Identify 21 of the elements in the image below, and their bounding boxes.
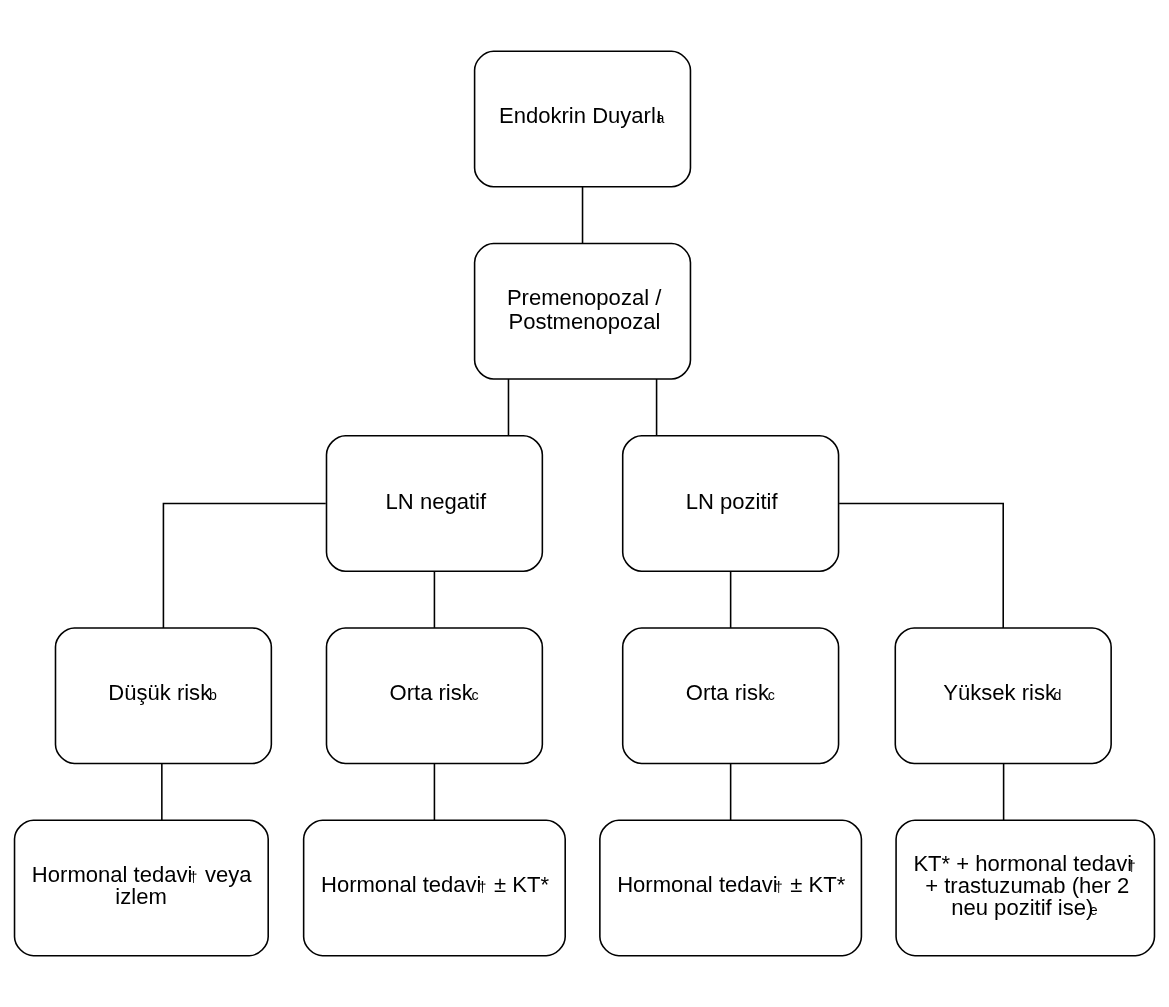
node-box: Düşük riskb [54,627,273,765]
connector [729,570,732,629]
node-box: Orta riskc [325,627,544,765]
node-box: LN negatif [325,434,544,573]
node-box: Hormonal tedavi† ± KT* [302,819,566,957]
node-box: Premenopozal / Postmenopozal [473,242,692,380]
node-box: Hormonal tedavi† ± KT* [599,819,863,957]
connector [161,762,163,821]
connector [1002,762,1005,821]
node-box: Orta riskc [621,627,840,765]
connector [581,186,584,245]
connector [507,378,510,437]
connector [162,502,327,629]
connector [729,762,732,821]
node-box: LN pozitif [621,434,840,573]
connector [433,570,436,629]
node-box: Hormonal tedavi† veya izlem [13,819,269,957]
connector [433,762,436,821]
node-box: Yüksek riskd [894,627,1112,765]
connector [838,502,1004,629]
connector [655,378,658,437]
